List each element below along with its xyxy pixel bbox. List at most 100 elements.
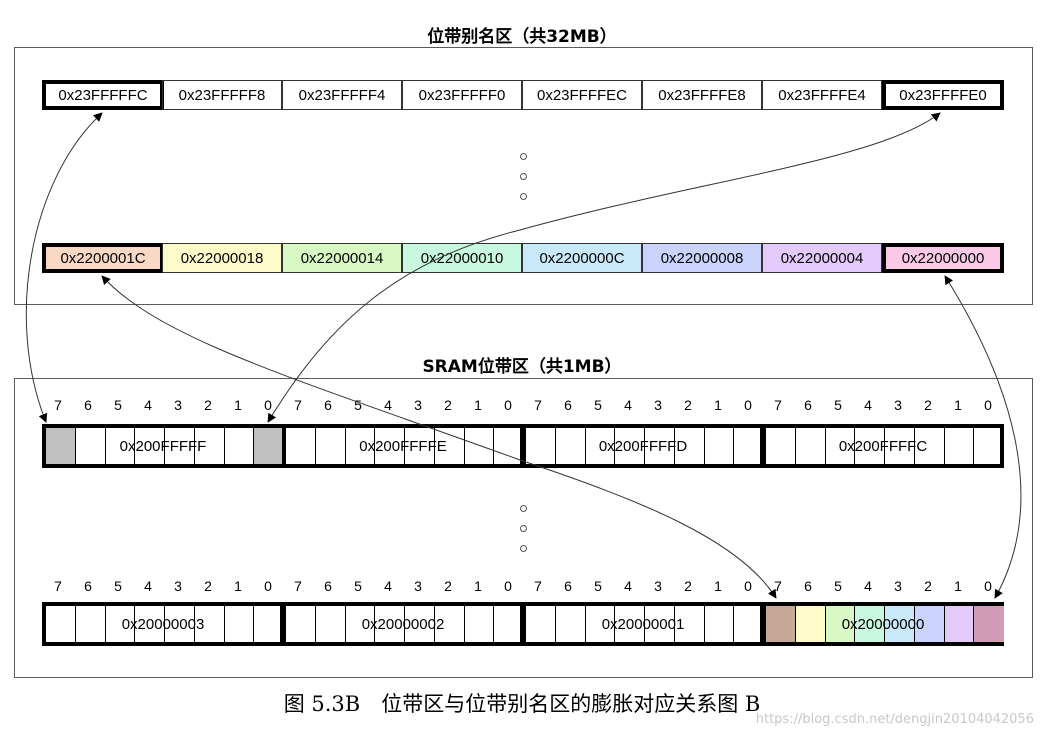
- bit-cell: [705, 428, 735, 464]
- bit-number: 6: [84, 578, 92, 594]
- bit-cell: [795, 606, 826, 642]
- alias-bottom-cell: 0x22000010: [402, 243, 522, 273]
- bit-cell: [76, 428, 106, 464]
- alias-bottom-cell: 0x22000000: [882, 243, 1004, 273]
- bit-number: 7: [774, 578, 782, 594]
- bit-number: 0: [504, 578, 512, 594]
- bit-cell: [375, 428, 405, 464]
- bit-number: 5: [594, 578, 602, 594]
- bit-number: 3: [894, 397, 902, 413]
- bit-number: 0: [264, 397, 272, 413]
- bit-cell: [375, 606, 405, 642]
- bit-number: 3: [174, 397, 182, 413]
- bit-cell: [705, 606, 735, 642]
- bit-cell: [225, 428, 255, 464]
- bit-cell: [825, 606, 856, 642]
- bit-cell: [556, 428, 586, 464]
- bit-number: 0: [744, 578, 752, 594]
- bit-cell: [346, 606, 376, 642]
- bit-cell: [615, 606, 645, 642]
- alias-top-cell: 0x23FFFFFC: [42, 80, 164, 110]
- bit-cell: [106, 428, 136, 464]
- bit-cell: [556, 606, 586, 642]
- bit-number: 5: [114, 578, 122, 594]
- bit-cell: [615, 428, 645, 464]
- bit-number: 4: [384, 397, 392, 413]
- sram-byte: 0x200FFFFC: [762, 424, 1004, 468]
- bit-cell: [494, 428, 524, 464]
- bit-number: 7: [534, 397, 542, 413]
- bit-cell: [195, 606, 225, 642]
- bit-number: 6: [324, 397, 332, 413]
- bit-cell: [855, 428, 885, 464]
- bit-cell: [885, 428, 915, 464]
- bit-number: 3: [174, 578, 182, 594]
- bit-cell: [766, 606, 796, 642]
- bit-number: 3: [894, 578, 902, 594]
- bit-cell: [254, 428, 284, 464]
- bit-number: 5: [594, 397, 602, 413]
- bit-number: 7: [54, 397, 62, 413]
- bit-number: 7: [534, 578, 542, 594]
- bit-cell: [316, 428, 346, 464]
- bit-number: 1: [234, 397, 242, 413]
- bit-cell: [885, 606, 915, 642]
- bit-number: 0: [504, 397, 512, 413]
- bit-number: 1: [714, 397, 722, 413]
- alias-top-cell: 0x23FFFFF8: [162, 80, 282, 110]
- bit-number: 5: [114, 397, 122, 413]
- alias-top-cell: 0x23FFFFF4: [282, 80, 402, 110]
- bit-cell: [914, 606, 945, 642]
- bit-number: 0: [984, 578, 992, 594]
- bit-cell: [76, 606, 106, 642]
- bit-cell: [135, 606, 165, 642]
- bit-cell: [405, 428, 435, 464]
- bit-number: 2: [684, 397, 692, 413]
- bit-number: 5: [354, 578, 362, 594]
- alias-bottom-cell: 0x2200000C: [522, 243, 642, 273]
- bit-cell: [165, 428, 195, 464]
- bit-cell: [46, 428, 76, 464]
- watermark: https://blog.csdn.net/dengjin20104042056: [755, 712, 1034, 727]
- bit-number: 2: [684, 578, 692, 594]
- bit-cell: [435, 428, 465, 464]
- bit-number: 3: [654, 578, 662, 594]
- bit-cell: [405, 606, 435, 642]
- bit-cell: [766, 428, 796, 464]
- bit-cell: [286, 428, 316, 464]
- bit-number: 0: [984, 397, 992, 413]
- bit-cell: [734, 428, 764, 464]
- bit-number: 6: [564, 397, 572, 413]
- alias-bottom-cell: 0x22000008: [642, 243, 762, 273]
- bit-number: 3: [654, 397, 662, 413]
- ellipsis-dot: [520, 153, 527, 160]
- bit-cell: [526, 428, 556, 464]
- alias-bottom-cell: 0x22000018: [162, 243, 282, 273]
- bit-cell: [316, 606, 346, 642]
- bit-number: 4: [144, 397, 152, 413]
- bit-cell: [225, 606, 255, 642]
- bit-cell: [675, 428, 705, 464]
- alias-region-title: 位带别名区（共32MB）: [427, 27, 617, 47]
- ellipsis-dot: [520, 193, 527, 200]
- ellipsis-dot: [520, 173, 527, 180]
- sram-region-title: SRAM位带区（共1MB）: [422, 357, 622, 377]
- bit-number: 1: [474, 397, 482, 413]
- bit-cell: [165, 606, 195, 642]
- bit-cell: [346, 428, 376, 464]
- bit-number: 6: [804, 578, 812, 594]
- bit-cell: [855, 606, 885, 642]
- bit-number: 4: [864, 578, 872, 594]
- bit-number: 5: [834, 578, 842, 594]
- bit-cell: [944, 606, 975, 642]
- alias-bottom-cell: 0x22000004: [762, 243, 882, 273]
- bit-number: 3: [414, 578, 422, 594]
- bit-number: 4: [624, 397, 632, 413]
- sram-byte: 0x20000000: [762, 602, 1004, 646]
- alias-bottom-cell: 0x22000014: [282, 243, 402, 273]
- bit-cell: [915, 428, 945, 464]
- alias-top-cell: 0x23FFFFE4: [762, 80, 882, 110]
- bit-number: 2: [204, 578, 212, 594]
- bit-number: 1: [234, 578, 242, 594]
- bit-cell: [494, 606, 524, 642]
